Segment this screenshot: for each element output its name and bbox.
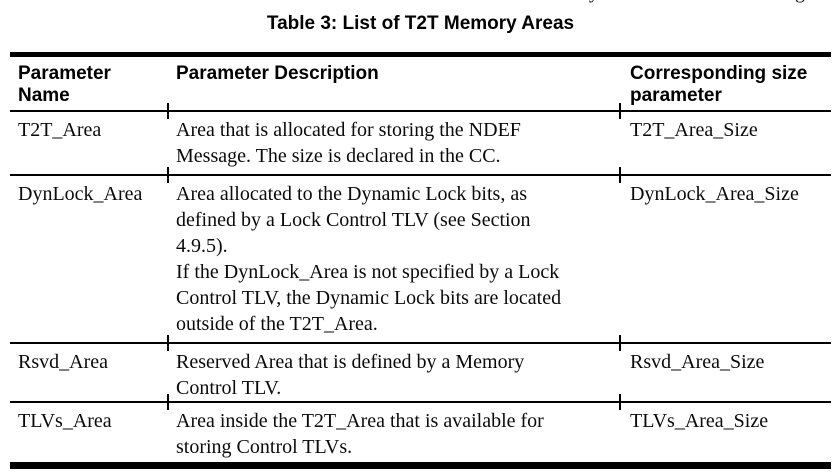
column-divider-tick (167, 167, 169, 183)
column-divider-tick (167, 103, 169, 119)
cell-parameter-name: T2T_Area (18, 119, 102, 141)
table-row-t2t-area: T2T_Area Area that is allocated for stor… (10, 112, 831, 183)
column-divider-tick (619, 394, 621, 410)
column-header-parameter-name: Parameter Name (18, 63, 111, 106)
column-divider-tick (619, 103, 621, 119)
table-row-rsvd-area: Rsvd_Area Reserved Area that is defined … (10, 344, 831, 410)
cell-size-parameter: T2T_Area_Size (630, 119, 758, 141)
cropped-descender-g: g (795, 0, 805, 4)
cell-parameter-name: Rsvd_Area (18, 351, 108, 373)
column-header-corresponding-size-parameter: Corresponding size parameter (630, 63, 808, 106)
cell-size-parameter: Rsvd_Area_Size (630, 351, 765, 373)
table-top-rule (10, 52, 831, 57)
cell-parameter-name: DynLock_Area (18, 183, 143, 205)
cropped-text-fragments: y g (0, 0, 840, 6)
cell-size-parameter: TLVs_Area_Size (630, 410, 769, 432)
column-divider-tick (167, 335, 169, 351)
cell-parameter-description: Reserved Area that is defined by a Memor… (176, 351, 525, 399)
cell-parameter-name: TLVs_Area (18, 410, 112, 432)
table-caption: Table 3: List of T2T Memory Areas (266, 13, 575, 34)
cell-parameter-description: Area allocated to the Dynamic Lock bits,… (176, 183, 562, 335)
cell-size-parameter: DynLock_Area_Size (630, 183, 799, 205)
cell-parameter-description: Area inside the T2T_Area that is availab… (176, 410, 544, 458)
cell-parameter-description: Area that is allocated for storing the N… (176, 119, 521, 167)
column-divider-tick (619, 335, 621, 351)
table-row-dynlock-area: DynLock_Area Area allocated to the Dynam… (10, 176, 831, 351)
column-header-parameter-description: Parameter Description (176, 63, 379, 84)
t2t-memory-areas-table: Parameter Name Parameter Description Cor… (10, 52, 831, 469)
table-header-row: Parameter Name Parameter Description Cor… (10, 57, 831, 119)
column-divider-tick (619, 167, 621, 183)
column-divider-tick (167, 394, 169, 410)
cropped-descender-y: y (589, 0, 599, 4)
table-row-tlvs-area: TLVs_Area Area inside the T2T_Area that … (10, 403, 831, 462)
table-bottom-rule (10, 462, 831, 469)
